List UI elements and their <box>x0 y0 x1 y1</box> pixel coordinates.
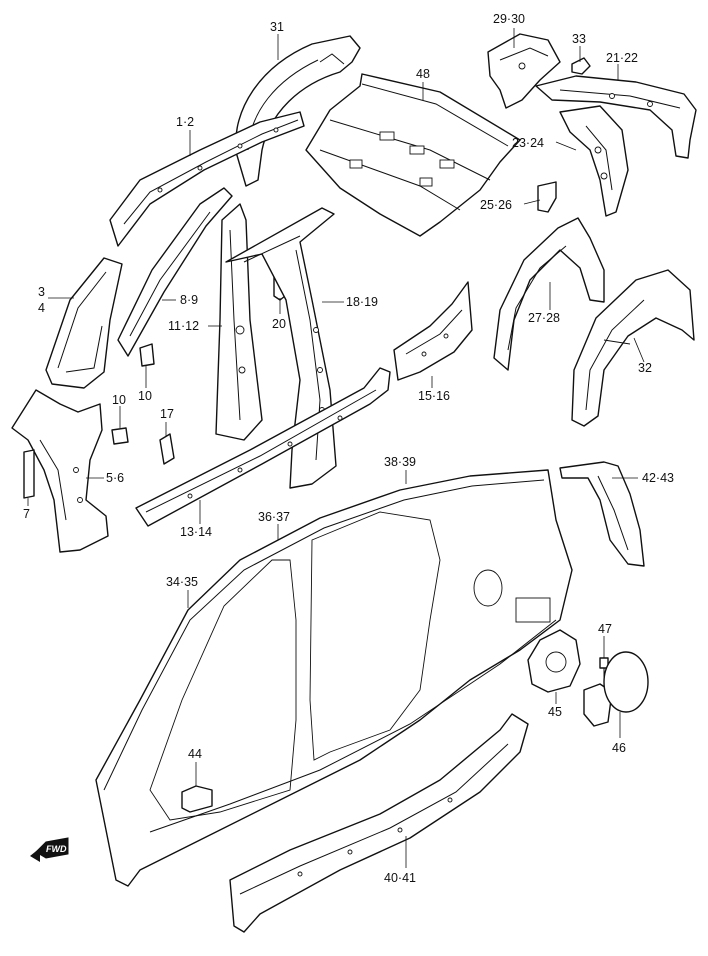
callout-47: 47 <box>598 622 612 636</box>
callout-31: 31 <box>270 20 284 34</box>
part-13-14-sill-inner <box>135 367 391 527</box>
part-10-bracket-a <box>139 343 155 367</box>
part-48-parcel-panel <box>305 73 521 237</box>
callout-13-14: 13·14 <box>180 525 212 539</box>
callout-3: 3 <box>38 285 45 299</box>
part-8-9-front-pillar <box>117 187 233 357</box>
callout-1-2: 1·2 <box>176 115 194 129</box>
callout-11-12: 11·12 <box>168 319 199 333</box>
callout-21-22: 21·22 <box>606 51 638 65</box>
part-46-fuel-door <box>583 651 649 727</box>
callout-45: 45 <box>548 705 562 719</box>
part-21-22-rear-side-member <box>535 75 697 159</box>
callout-25-26: 25·26 <box>480 198 512 212</box>
callout-10-a: 10 <box>138 389 152 403</box>
part-11-12-center-pillar-inner <box>215 203 263 441</box>
callout-36-37: 36·37 <box>258 510 290 524</box>
part-40-41-sill-outer <box>229 713 529 933</box>
callout-32: 32 <box>638 361 652 375</box>
callout-34-35: 34·35 <box>166 575 198 589</box>
fwd-direction-badge: FWD <box>30 837 69 862</box>
part-10-bracket-b <box>111 427 129 445</box>
callout-23-24: 23·24 <box>512 136 544 150</box>
callout-4: 4 <box>38 301 45 315</box>
part-32-wheelhouse-outer <box>571 269 695 427</box>
part-15-16-sill-extension <box>393 281 473 381</box>
callout-44: 44 <box>188 747 202 761</box>
part-5-6-hinge-pillar <box>11 389 109 553</box>
part-17-bracket <box>159 433 175 465</box>
part-33-clip <box>571 57 591 75</box>
callout-42-43: 42·43 <box>642 471 674 485</box>
callout-20: 20 <box>272 317 286 331</box>
callout-17: 17 <box>160 407 174 421</box>
callout-labels: 31 29·30 33 21·22 48 1·2 23·24 25·26 3 4… <box>23 12 674 885</box>
part-7-strip <box>23 449 35 499</box>
callout-27-28: 27·28 <box>528 311 560 325</box>
callout-15-16: 15·16 <box>418 389 450 403</box>
callout-29-30: 29·30 <box>493 12 525 26</box>
callout-7: 7 <box>23 507 30 521</box>
body-side-outer <box>95 469 573 887</box>
callout-18-19: 18·19 <box>346 295 378 309</box>
callout-40-41: 40·41 <box>384 871 416 885</box>
leader-lines <box>27 28 645 868</box>
part-3-4-window-frame <box>45 257 123 389</box>
callout-33: 33 <box>572 32 586 46</box>
part-1-2-roof-rail <box>109 111 305 247</box>
part-27-28-wheelhouse-ext <box>493 217 605 371</box>
callout-10-b: 10 <box>112 393 126 407</box>
part-23-24-wheelhouse-inner <box>559 105 629 217</box>
callout-38-39: 38·39 <box>384 455 416 469</box>
callout-46: 46 <box>612 741 626 755</box>
callout-48: 48 <box>416 67 430 81</box>
part-45-fuel-housing <box>527 629 581 693</box>
fwd-label: FWD <box>46 844 67 854</box>
callout-8-9: 8·9 <box>180 293 198 307</box>
callout-5-6: 5·6 <box>106 471 124 485</box>
part-25-26-bracket <box>537 181 557 213</box>
part-42-43-quarter-inner <box>559 461 645 567</box>
part-29-30-bracket <box>487 33 561 109</box>
